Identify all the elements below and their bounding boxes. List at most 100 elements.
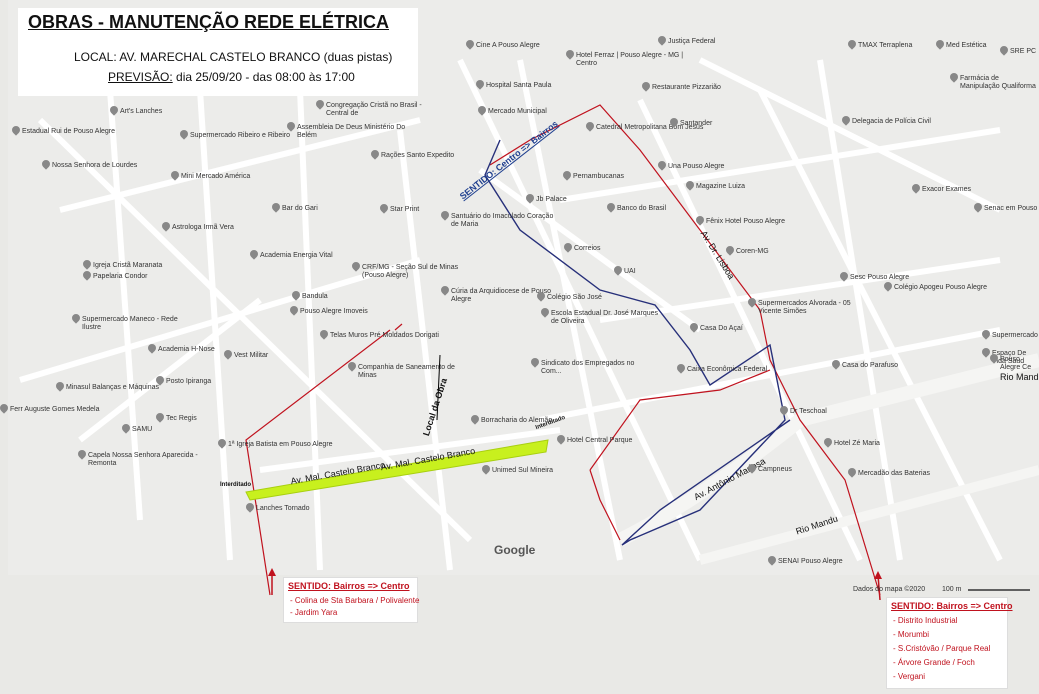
place-label[interactable]: Assembleia De Deus Ministério Do Belém xyxy=(297,124,406,139)
place-label[interactable]: Catedral Metropolitana Bom Jesus xyxy=(596,124,704,131)
construction-highlight xyxy=(245,439,549,501)
place-label[interactable]: Fênix Hotel Pouso Alegre xyxy=(706,218,785,225)
place-label[interactable]: Justiça Federal xyxy=(668,38,716,45)
sentido-left-item-1: - Colina de Sta Barbara / Polivalente xyxy=(290,596,420,605)
place-label[interactable]: Hospital Santa Paula xyxy=(486,82,552,89)
interditado-left: Interditado xyxy=(220,482,251,488)
place-label[interactable]: Pouso Alegre Imoveis xyxy=(300,308,368,315)
arrow-right-head xyxy=(874,571,882,579)
place-label[interactable]: Supermercado Ribeiro e Ribeiro xyxy=(190,132,290,139)
place-label[interactable]: SAMU xyxy=(132,426,153,433)
place-label[interactable]: Sindicato dos Empregados no Com... xyxy=(541,360,635,375)
place-label[interactable]: Telas Muros Pré Moldados Dorigati xyxy=(330,332,439,339)
arrow-right-up xyxy=(877,574,881,601)
place-label[interactable]: Vest Militar xyxy=(234,352,269,359)
place-label[interactable]: Coren-MG xyxy=(736,248,769,255)
place-label[interactable]: Jb Palace xyxy=(536,196,567,203)
place-label[interactable]: Pouso Alegre Ce xyxy=(1000,356,1032,371)
scale-label: 100 m xyxy=(942,586,962,593)
place-label[interactable]: Santander xyxy=(680,120,713,127)
place-label[interactable]: Santuário do Imaculado Coração de Maria xyxy=(451,213,554,228)
place-label[interactable]: Nossa Senhora de Lourdes xyxy=(52,162,138,169)
place-label[interactable]: Supermercados Alvorada - 05 Vicente Simõ… xyxy=(758,300,851,315)
place-label[interactable]: Senac em Pouso xyxy=(984,205,1038,212)
place-label[interactable]: SENAI Pouso Alegre xyxy=(778,558,843,565)
place-label[interactable]: UAI xyxy=(624,268,636,275)
place-label[interactable]: Capela Nossa Senhora Aparecida - Remonta xyxy=(88,452,198,467)
place-label[interactable]: Casa do Parafuso xyxy=(842,362,899,369)
place-label[interactable]: Hotel Central Parque xyxy=(567,437,633,444)
place-label[interactable]: Hotel Zé Maria xyxy=(834,440,880,447)
place-label[interactable]: Supermercado Maneco - Rede Ilustre xyxy=(82,316,178,331)
local-obra-pointer xyxy=(436,354,441,421)
place-label[interactable]: Delegacia de Polícia Civil xyxy=(852,118,931,125)
place-label[interactable]: Restaurante Pizzarião xyxy=(652,84,721,91)
place-label[interactable]: Mercadão das Baterias xyxy=(858,470,930,477)
place-label[interactable]: SRE PC xyxy=(1010,48,1037,55)
avenue-antonio-mariosa xyxy=(616,353,1039,547)
place-label[interactable]: Espaço De Vida Saud xyxy=(992,350,1027,365)
place-label[interactable]: Rações Santo Expedito xyxy=(381,152,455,159)
place-label[interactable]: Companhia de Saneamento de Minas xyxy=(358,364,455,379)
place-label[interactable]: Casa Do Açaí xyxy=(700,325,743,332)
place-label[interactable]: Dr Teschoal xyxy=(790,408,827,415)
previsao-value: dia 25/09/20 - das 08:00 às 17:00 xyxy=(176,70,355,84)
place-label[interactable]: Posto Ipiranga xyxy=(166,378,212,385)
header-local: LOCAL: AV. MARECHAL CASTELO BRANCO (duas… xyxy=(74,50,393,64)
place-label[interactable]: Ferr Auguste Gomes Medela xyxy=(10,406,100,413)
sentido-right-item-2: - Morumbi xyxy=(893,630,930,639)
sentido-left-box: SENTIDO: Bairros => Centro - Colina de S… xyxy=(283,577,420,623)
arrow-1 xyxy=(394,323,403,331)
place-label[interactable]: Pernambucanas xyxy=(573,173,624,180)
place-label[interactable]: Campneus xyxy=(758,466,792,473)
sentido-right-item-5: - Vergani xyxy=(893,672,926,681)
google-logo: Google xyxy=(494,543,536,557)
place-label[interactable]: Minasul Balanças e Máquinas xyxy=(66,384,159,391)
place-label[interactable]: Mercado Municipal xyxy=(488,108,547,115)
place-label[interactable]: Colégio São José xyxy=(547,294,602,301)
place-label[interactable]: Caixa Econômica Federal xyxy=(687,366,768,373)
place-label[interactable]: Sesc Pouso Alegre xyxy=(850,274,910,281)
place-label[interactable]: Banco do Brasil xyxy=(617,205,667,212)
place-label[interactable]: Cúria da Arquidiocese de Pouso Alegre xyxy=(451,288,552,303)
place-label[interactable]: Escola Estadual Dr. José Marques de Oliv… xyxy=(551,310,658,325)
place-label[interactable]: Bar do Gari xyxy=(282,205,318,212)
place-label[interactable]: Med Estética xyxy=(946,42,987,49)
place-label[interactable]: Igreja Cristã Maranata xyxy=(93,262,163,269)
street-rio-mand: Rio Mand xyxy=(1000,372,1039,382)
place-label[interactable]: Borracharia do Alemão xyxy=(481,417,553,424)
blue-route xyxy=(484,139,791,546)
sentido-left-item-2: - Jardim Yara xyxy=(290,608,338,617)
place-label[interactable]: Art's Lanches xyxy=(120,108,163,115)
place-label[interactable]: Supermercado xyxy=(992,332,1038,339)
place-label[interactable]: Academia H-Nose xyxy=(158,346,215,353)
sentido-right-item-1: - Distrito Industrial xyxy=(893,616,958,625)
place-label[interactable]: Bandula xyxy=(302,293,328,300)
place-label[interactable]: 1ª Igreja Batista em Pouso Alegre xyxy=(228,441,333,448)
red-route xyxy=(245,104,881,596)
place-label[interactable]: Academia Energia Vital xyxy=(260,252,333,259)
place-label[interactable]: Unimed Sul Mineira xyxy=(492,467,554,474)
place-label[interactable]: Star Print xyxy=(390,206,420,213)
place-label[interactable]: Una Pouso Alegre xyxy=(668,163,725,170)
place-label[interactable]: Papelaria Condor xyxy=(93,273,148,280)
place-label[interactable]: Astrologa Irmã Vera xyxy=(172,224,234,231)
place-label[interactable]: Cine A Pouso Alegre xyxy=(476,42,540,49)
header-title: OBRAS - MANUTENÇÃO REDE ELÉTRICA xyxy=(28,12,390,32)
place-label[interactable]: Farmácia de Manipulação Qualiforma xyxy=(960,75,1036,90)
place-label[interactable]: TMAX Terraplena xyxy=(858,42,913,49)
place-label[interactable]: CRF/MG - Seção Sul de Minas (Pouso Alegr… xyxy=(362,264,459,279)
place-label[interactable]: Congregação Cristã no Brasil - Central d… xyxy=(326,102,422,117)
sentido-left-title: SENTIDO: Bairros => Centro xyxy=(288,581,410,591)
place-label[interactable]: Magazine Luiza xyxy=(696,183,746,190)
place-label[interactable]: Colégio Apogeu Pouso Alegre xyxy=(894,284,988,291)
place-label[interactable]: Lanches Tornado xyxy=(256,505,310,512)
place-label[interactable]: Correios xyxy=(574,245,601,252)
place-label[interactable]: Estadual Rui de Pouso Alegre xyxy=(22,128,116,135)
sentido-right-box: SENTIDO: Bairros => Centro - Distrito In… xyxy=(886,597,1013,689)
place-label[interactable]: Tec Regis xyxy=(166,415,197,422)
place-label[interactable]: Exacor Exames xyxy=(922,186,972,193)
place-label[interactable]: Mini Mercado América xyxy=(181,173,251,180)
place-label[interactable]: Hotel Ferraz | Pouso Alegre - MG | Centr… xyxy=(576,52,684,67)
sentido-right-item-4: - Árvore Grande / Foch xyxy=(893,658,975,667)
